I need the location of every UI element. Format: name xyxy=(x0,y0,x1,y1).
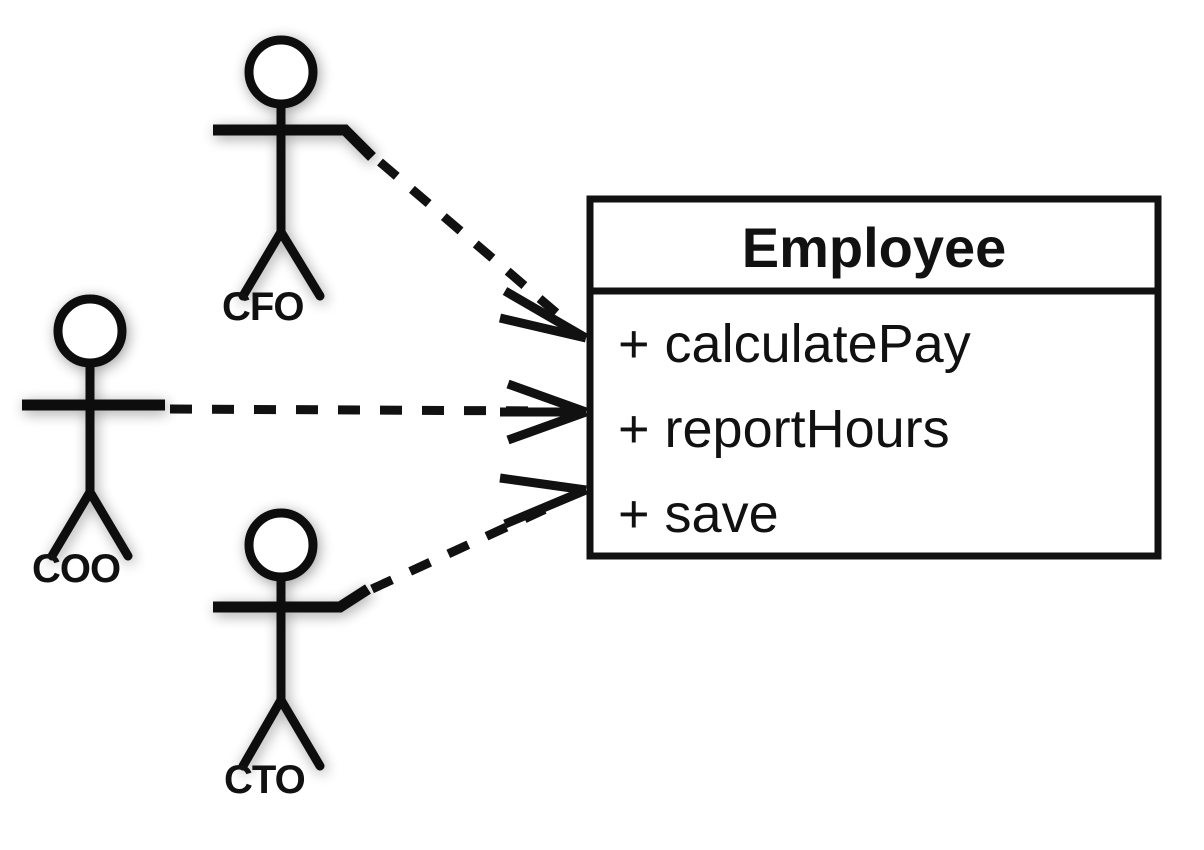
actor-label-cto: CTO xyxy=(224,758,305,802)
actor-leg-left-cfo xyxy=(238,227,286,301)
arrowhead-open-cto xyxy=(499,473,588,529)
actor-coo[interactable] xyxy=(22,294,165,561)
actor-head-icon-cfo xyxy=(244,35,318,109)
class-member-calculatepay[interactable]: + calculatePay xyxy=(618,314,971,374)
actor-cto[interactable] xyxy=(213,508,371,771)
actor-label-cfo: CFO xyxy=(222,285,303,329)
dependency-line-cto xyxy=(370,503,550,594)
actor-head-icon-cto xyxy=(244,508,318,582)
actor-leg-left-coo xyxy=(47,487,95,561)
actor-arms-cfo xyxy=(213,124,376,161)
actor-leg-right-cto xyxy=(276,695,325,771)
class-title: Employee xyxy=(742,216,1007,279)
actor-leg-left-cto xyxy=(238,695,286,771)
arrowhead-open-coo xyxy=(500,379,588,445)
actor-arms-cto xyxy=(213,584,371,613)
dependency-cto-to-employee[interactable] xyxy=(370,473,588,594)
class-member-reporthours[interactable]: + reportHours xyxy=(618,399,950,459)
dependency-cfo-to-employee[interactable] xyxy=(377,158,589,343)
dependency-line-coo xyxy=(169,404,546,416)
class-box-employee[interactable]: Employee + calculatePay + reportHours + … xyxy=(586,195,1162,560)
arrowhead-open-cfo xyxy=(498,287,589,343)
actor-leg-right-cfo xyxy=(276,227,325,301)
class-member-save[interactable]: + save xyxy=(618,484,779,544)
actor-leg-right-coo xyxy=(85,487,133,561)
dependency-coo-to-employee[interactable] xyxy=(169,379,588,445)
actor-label-coo: COO xyxy=(32,547,120,591)
actor-cfo[interactable] xyxy=(213,35,376,301)
class-box-border xyxy=(586,195,1162,560)
actor-head-icon-coo xyxy=(53,294,127,368)
